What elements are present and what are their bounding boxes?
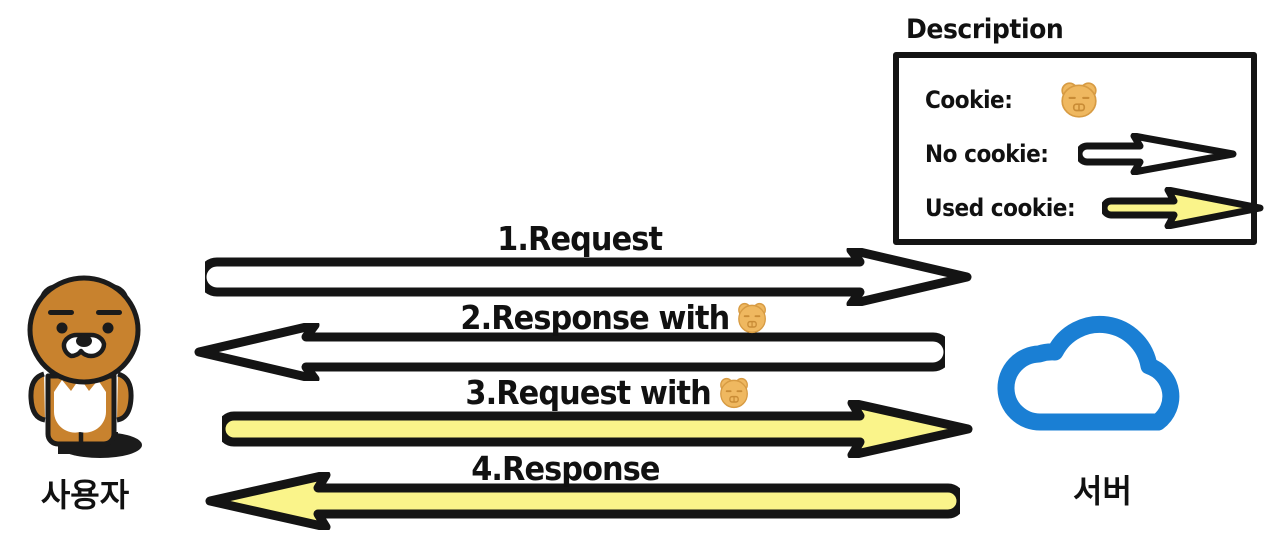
cookie-icon	[738, 302, 767, 333]
flow-arrow-4	[200, 470, 966, 532]
yellow-arrow-left	[205, 470, 966, 532]
cloud-icon	[997, 315, 1180, 431]
flow-label-2: 2.Response with	[460, 298, 768, 337]
flow-label-3-text: 3.Request with	[465, 373, 711, 412]
flow-arrow-3	[216, 398, 980, 460]
legend-row-no-cookie: No cookie:	[925, 133, 1242, 175]
flow-label-2-text: 2.Response with	[460, 298, 730, 337]
actor-user-label: 사용자	[40, 476, 130, 514]
legend-box: Cookie: No cookie: Used cookie:	[893, 52, 1264, 245]
actor-server	[995, 300, 1210, 440]
legend-label-cookie: Cookie:	[925, 86, 1013, 114]
hollow-arrow-right	[197, 245, 972, 309]
legend-row-cookie: Cookie:	[925, 80, 1100, 120]
cookie-icon	[1061, 82, 1097, 118]
legend-label-used-cookie: Used cookie:	[925, 194, 1076, 222]
ryan-character-icon	[27, 275, 142, 458]
flow-label-1: 1.Request	[497, 219, 663, 258]
flow-label-4-text: 4.Response	[471, 449, 660, 488]
flow-arrow-1	[197, 245, 980, 309]
legend-title: Description	[906, 14, 1064, 45]
hollow-arrow-right	[1078, 133, 1237, 175]
legend-label-no-cookie: No cookie:	[925, 140, 1049, 168]
yellow-arrow-right	[1101, 187, 1264, 229]
flow-label-4: 4.Response	[471, 449, 660, 488]
yellow-arrow-right	[216, 398, 973, 460]
actor-user	[4, 268, 164, 478]
flow-label-3: 3.Request with	[465, 373, 750, 412]
cookie-icon	[719, 377, 748, 408]
actor-server-label: 서버	[1073, 472, 1132, 510]
legend-row-used-cookie: Used cookie:	[925, 187, 1272, 229]
flow-label-1-text: 1.Request	[497, 219, 663, 258]
